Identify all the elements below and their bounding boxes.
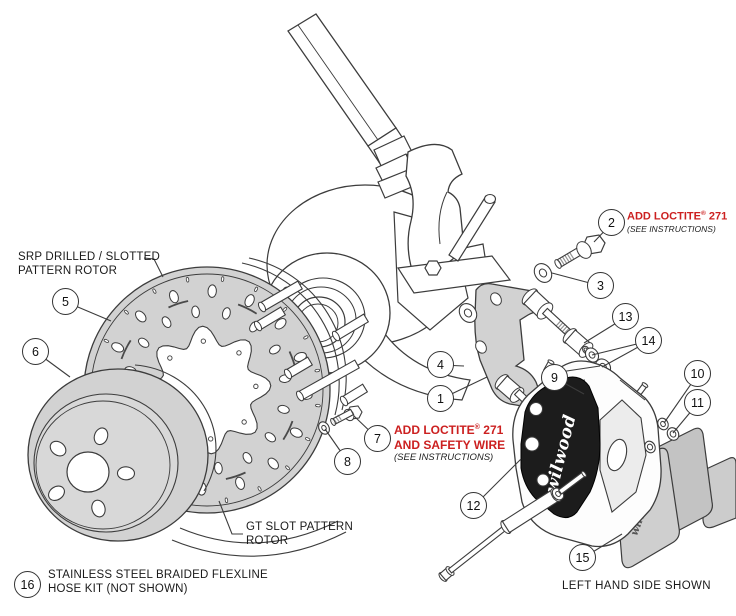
- callout-3: 3: [587, 272, 614, 299]
- label-gt-line1: GT SLOT PATTERN: [246, 521, 353, 533]
- callout-8: 8: [334, 448, 361, 475]
- note-safety-wire-text: AND SAFETY WIRE: [394, 437, 506, 452]
- note-loctite-lower-text: ADD LOCTITE® 271: [394, 422, 504, 437]
- label-left-hand-side: LEFT HAND SIDE SHOWN: [562, 580, 711, 592]
- callout-15: 15: [569, 544, 596, 571]
- label-flexline-line1: STAINLESS STEEL BRAIDED FLEXLINE: [48, 569, 268, 581]
- callout-2: 2: [598, 209, 625, 236]
- callout-9: 9: [541, 364, 568, 391]
- note-see-instructions-upper: (SEE INSTRUCTIONS): [627, 223, 716, 234]
- note-loctite-upper: ADD LOCTITE® 271 (SEE INSTRUCTIONS): [627, 207, 727, 234]
- callout-16: 16: [14, 571, 41, 598]
- gt-slot-rotor-edge: [171, 520, 347, 557]
- rotor-hat: [27, 364, 217, 542]
- callout-11: 11: [684, 389, 711, 416]
- callout-13: 13: [612, 303, 639, 330]
- label-gt-line2: ROTOR: [246, 534, 289, 547]
- note-loctite-upper-text: ADD LOCTITE® 271: [627, 210, 728, 223]
- fastener-hardware: [318, 234, 680, 454]
- callout-7: 7: [364, 425, 391, 452]
- note-loctite-lower: ADD LOCTITE® 271 AND SAFETY WIRE (SEE IN…: [394, 420, 505, 463]
- label-flexline-kit: STAINLESS STEEL BRAIDED FLEXLINE HOSE KI…: [48, 569, 268, 596]
- caliper-mount-pin: [438, 470, 587, 582]
- knuckle-assembly: [373, 135, 512, 331]
- callout-12: 12: [460, 492, 487, 519]
- label-srp-line1: SRP DRILLED / SLOTTED: [18, 251, 161, 263]
- label-flexline-line2: HOSE KIT (NOT SHOWN): [48, 582, 188, 595]
- label-gt-rotor: GT SLOT PATTERN ROTOR: [246, 521, 353, 548]
- wheel-studs: [253, 280, 370, 407]
- callout-1: 1: [427, 385, 454, 412]
- callout-6: 6: [22, 338, 49, 365]
- hat-bolt-holes: [48, 427, 136, 518]
- note-see-instructions-lower: (SEE INSTRUCTIONS): [394, 452, 494, 463]
- callout-14: 14: [635, 327, 662, 354]
- callout-5: 5: [52, 288, 79, 315]
- callout-10: 10: [684, 360, 711, 387]
- label-srp-rotor: SRP DRILLED / SLOTTED PATTERN ROTOR: [18, 251, 160, 278]
- label-srp-line2: PATTERN ROTOR: [18, 264, 118, 277]
- callout-4: 4: [427, 351, 454, 378]
